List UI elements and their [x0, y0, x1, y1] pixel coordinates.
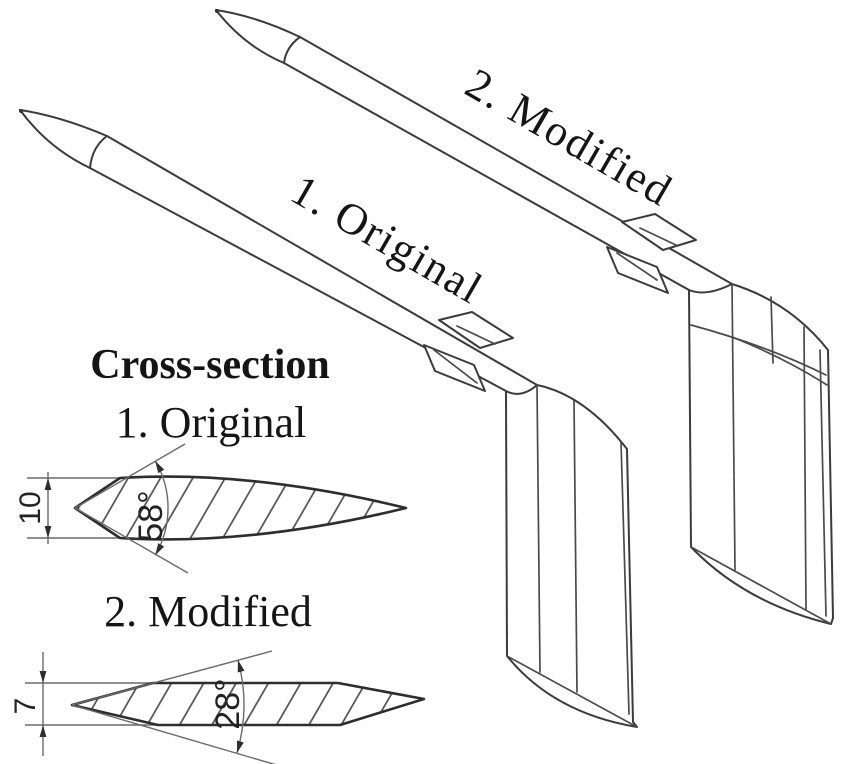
- blade-edge-line-1: [731, 283, 736, 571]
- projectile-original-label: 1. Original: [283, 165, 492, 314]
- tip-angle-annotation: 28°: [71, 650, 276, 764]
- dimension-arrow-down: [44, 526, 52, 538]
- nose-cone: [19, 109, 108, 169]
- arc-arrow-lower: [155, 543, 165, 556]
- cross-section-original: 1. Original 10 58°: [14, 398, 408, 574]
- blade-chamfer-band: [690, 324, 827, 376]
- arc-arrow-upper: [237, 660, 245, 673]
- fin-upper-fold-line: [639, 227, 679, 247]
- nose-tip-point: [19, 109, 23, 113]
- angle-line-lower: [71, 704, 276, 764]
- fin-upper: [621, 213, 697, 251]
- hatch-fill: [75, 476, 406, 540]
- dimension-arrow-up: [44, 478, 52, 490]
- tip-angle-value: 58°: [132, 490, 170, 541]
- thickness-dimension: 7: [9, 652, 157, 756]
- thickness-value: 7: [9, 698, 42, 715]
- blade-silhouette: [688, 283, 834, 625]
- blade-silhouette: [505, 384, 638, 728]
- blade-chamfer-band-2: [731, 336, 828, 386]
- blade-edge-line-2: [573, 400, 578, 693]
- blade-edge-line-2: [803, 326, 807, 611]
- dimension-arrow-up: [39, 725, 47, 737]
- blade-bottom-bevel-line: [506, 655, 638, 728]
- thickness-value: 10: [14, 491, 47, 524]
- nose-upper-curve: [215, 9, 301, 38]
- fin-lower: [423, 344, 486, 392]
- blade-profile-outline: [73, 475, 408, 541]
- fin-lower-fold-line: [616, 252, 658, 281]
- angle-line-upper: [74, 443, 186, 509]
- cross-section-original-heading: 1. Original: [116, 398, 307, 447]
- cross-section-modified-heading: 2. Modified: [104, 587, 312, 636]
- shaft-top-line: [106, 135, 538, 386]
- fin-upper-fold-line: [456, 325, 496, 345]
- fin-lower: [606, 246, 669, 294]
- nose-cone: [215, 9, 301, 64]
- fin-upper: [438, 311, 514, 349]
- nose-base-arc: [89, 135, 108, 169]
- nose-lower-curve: [19, 109, 91, 169]
- fin-lower-fold-line: [433, 349, 478, 384]
- nose-tip-point: [215, 9, 219, 13]
- blade-edge-tick: [770, 296, 774, 364]
- tip-angle-value: 28°: [209, 678, 247, 729]
- nose-lower-curve: [215, 9, 285, 64]
- cross-section-modified: 2. Modified 7 28°: [9, 587, 426, 764]
- dimension-arrow-down: [39, 671, 47, 683]
- blade-edge-line-1: [536, 384, 541, 673]
- tip-angle-annotation: 58°: [74, 443, 189, 574]
- cross-section-title: Cross-section: [90, 342, 330, 388]
- stabilizer-fins: [606, 213, 697, 294]
- arc-arrow-upper: [155, 460, 165, 474]
- blade-right-inner-edge: [620, 441, 630, 715]
- nose-base-arc: [283, 36, 301, 64]
- arc-arrow-lower: [237, 740, 244, 753]
- blade-head: [688, 283, 834, 625]
- cross-section-panel: Cross-section 1. Original 10: [9, 342, 426, 764]
- blade-head: [505, 384, 638, 728]
- blade-bottom-bevel-line: [690, 546, 832, 625]
- stabilizer-fins: [423, 311, 514, 392]
- angle-line-lower: [74, 507, 189, 574]
- projectile-modified-label: 2. Modified: [458, 59, 681, 216]
- blade-right-inner-edge: [819, 349, 827, 617]
- nose-upper-curve: [19, 109, 108, 137]
